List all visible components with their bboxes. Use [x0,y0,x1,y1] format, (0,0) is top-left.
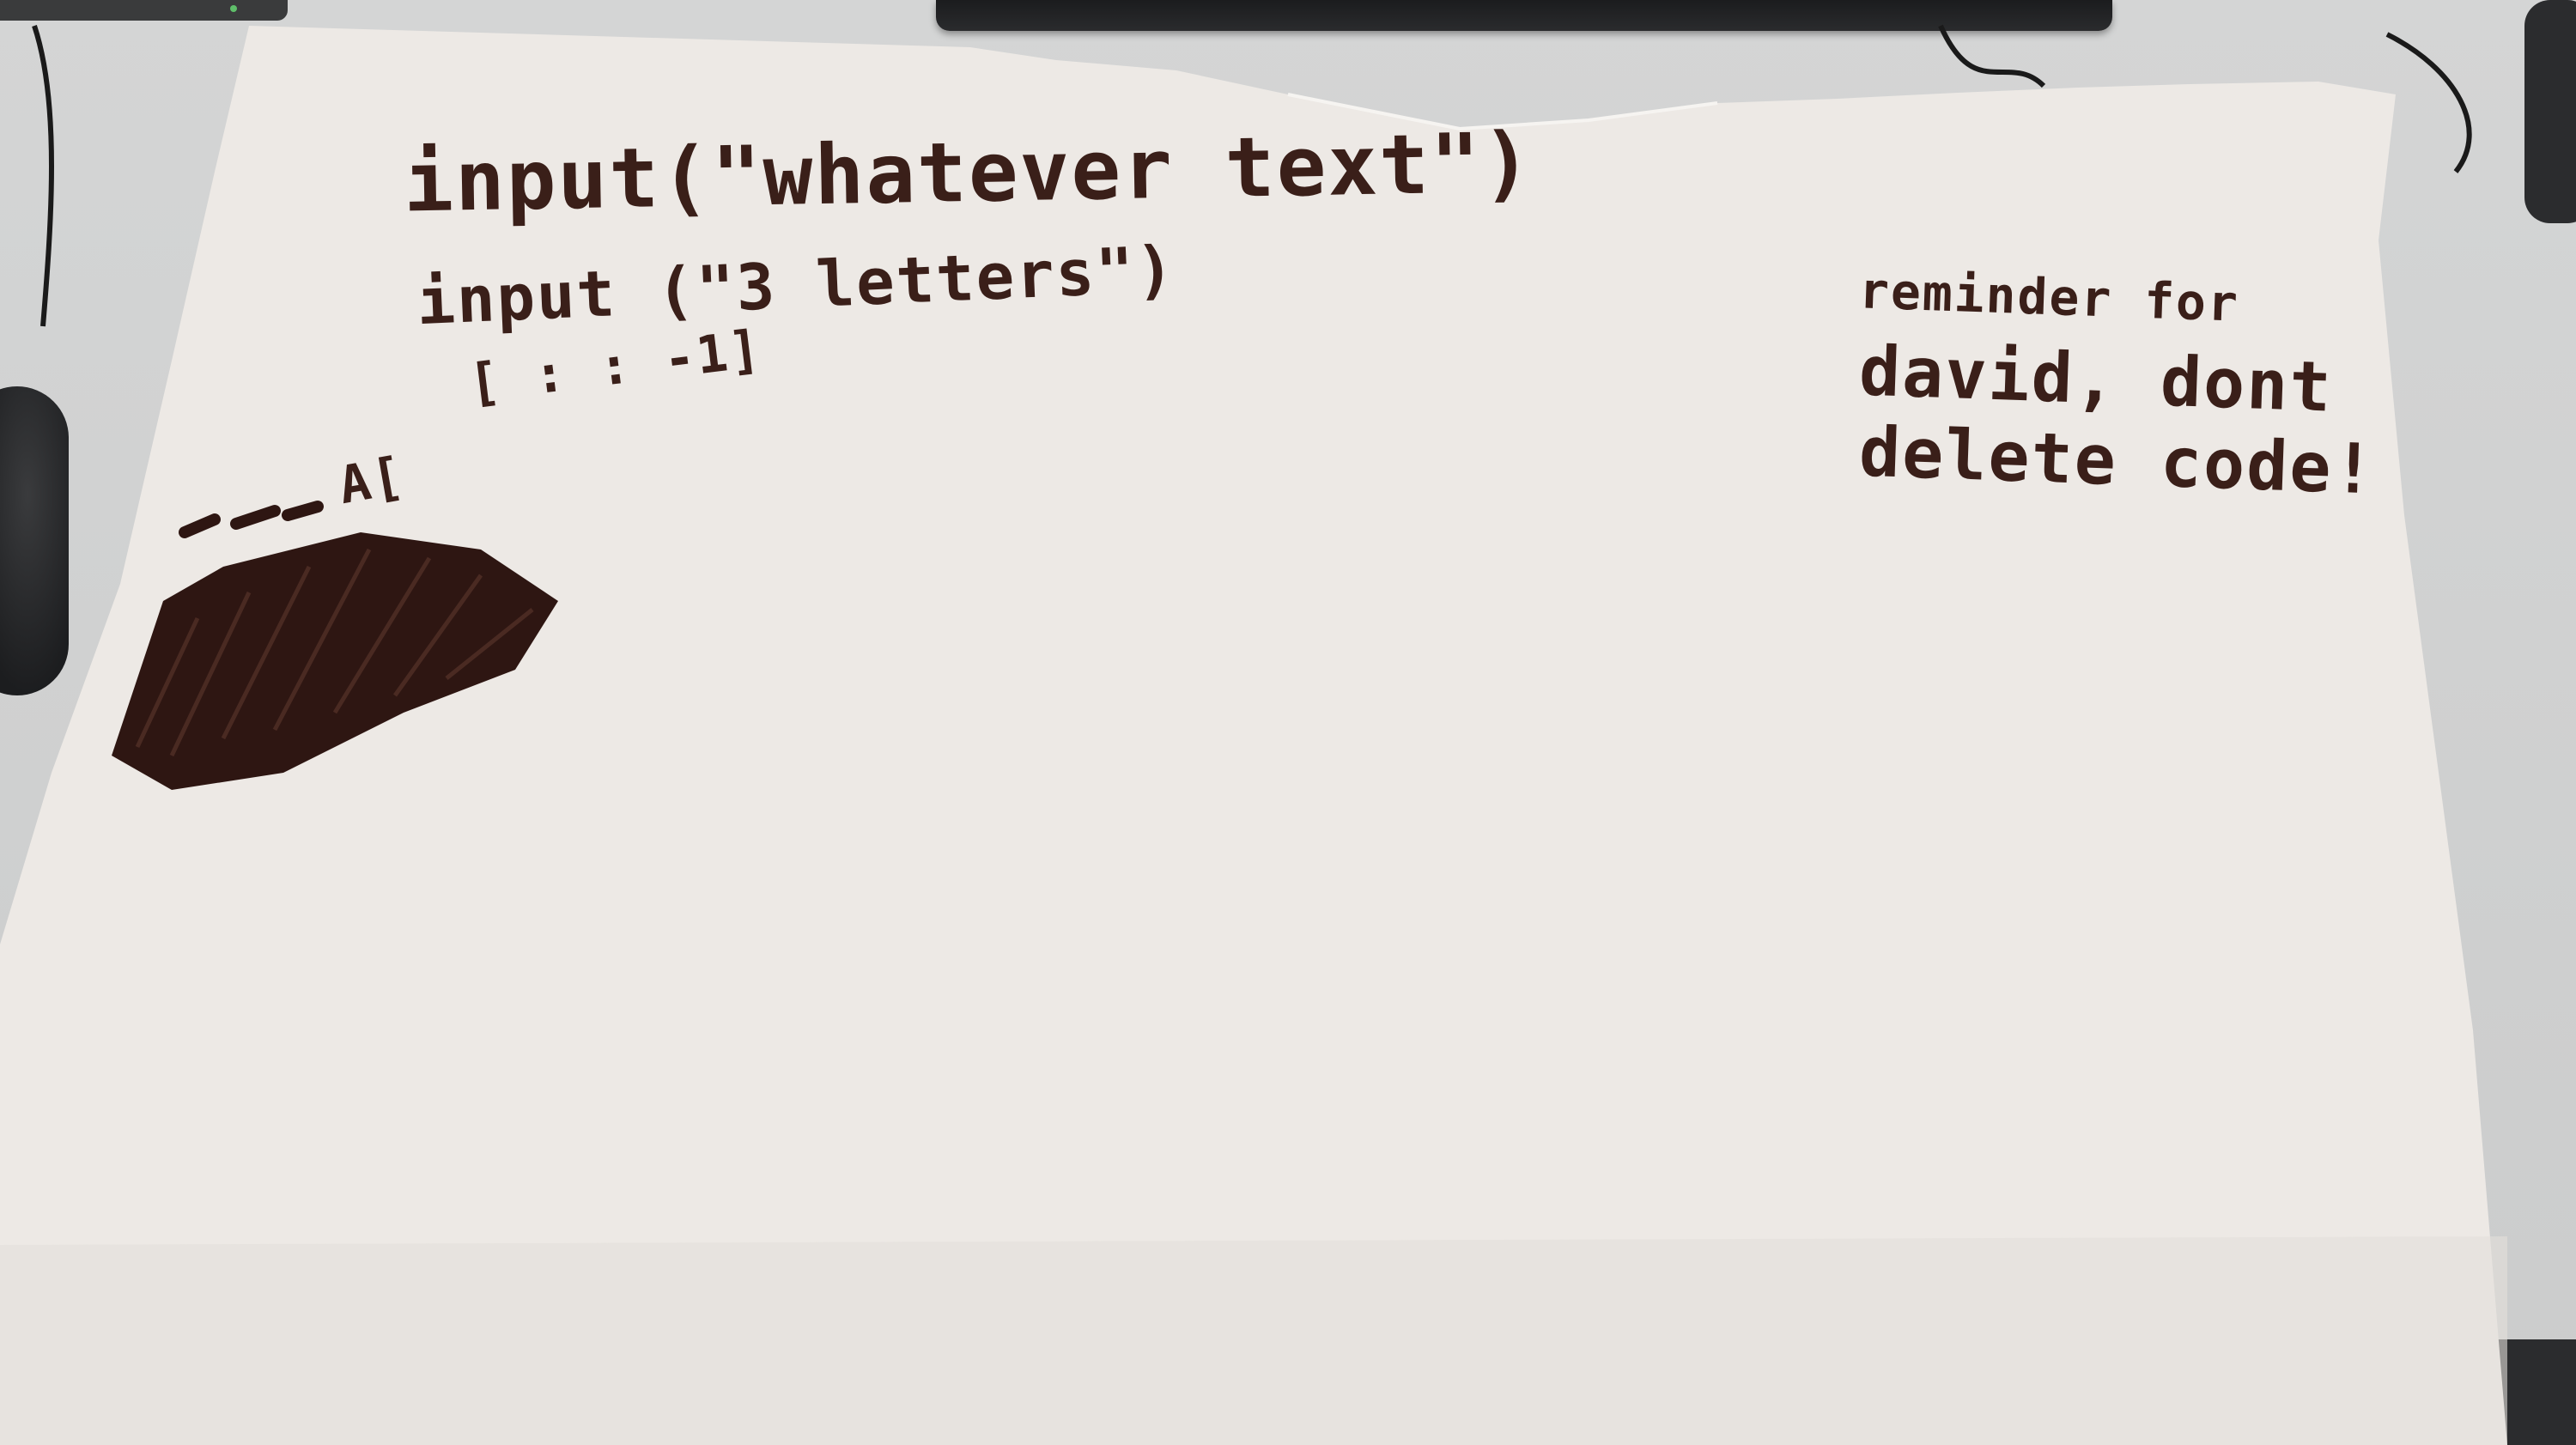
cable-far-right [2385,32,2472,173]
code-line-variable-a: A[ [334,445,410,517]
keyboard [936,0,2112,31]
desk-device-top-left [0,0,288,21]
paper-sheet [0,26,2507,1445]
cable-right [1938,24,2046,88]
computer-mouse [0,386,69,695]
status-led [230,5,237,12]
torn-edge [1287,93,1718,131]
note-line-david: david, dont [1857,331,2335,428]
desk-device-right [2524,0,2576,223]
scribble-blot [112,501,558,790]
paper-fold-shadow [0,1236,2507,1445]
cable-left [32,25,54,327]
code-line-input-whatever-text: input("whatever text") [403,114,1534,231]
